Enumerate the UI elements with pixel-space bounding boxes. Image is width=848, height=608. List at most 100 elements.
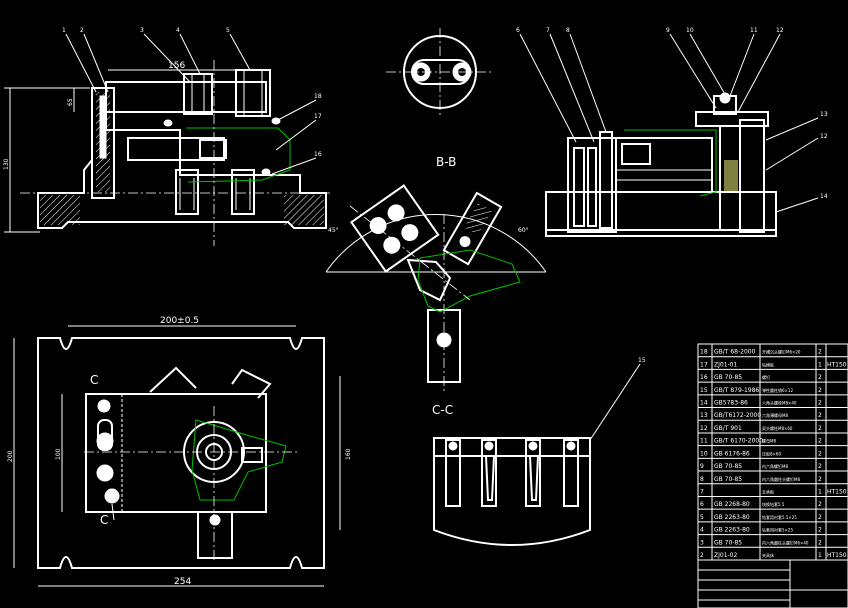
bom-cell-qty: 2	[818, 400, 822, 407]
bom-cell-name: 钻模板	[762, 361, 774, 367]
bom-cell-mat: HT150	[827, 488, 847, 495]
washer-view	[386, 28, 494, 116]
bom-cell-name: 内六角螺钉M8	[762, 463, 788, 469]
bom-cell-qty: 1	[818, 552, 822, 559]
bom-cell-qty: 2	[818, 374, 822, 381]
bom-cell-no: 4	[700, 527, 704, 534]
dim-254: 254	[174, 577, 191, 587]
bom-cell-code: GB/T 901	[714, 425, 742, 432]
balloon-7: 7	[546, 27, 550, 34]
bom-cell-code: GB 70-85	[714, 463, 742, 470]
bom-cell-qty: 2	[818, 501, 822, 508]
balloon-15: 15	[638, 357, 646, 364]
bom-cell-no: 12	[700, 425, 708, 432]
bom-cell-no: 3	[700, 539, 704, 546]
dim-160: 160	[345, 448, 352, 460]
section-bb-label: B-B	[436, 155, 456, 169]
bom-cell-mat: HT150	[827, 361, 847, 368]
bom-cell-name: 钻套用衬套5.5×25	[762, 514, 797, 520]
bom-cell-code: ZJ01-01	[714, 361, 737, 368]
bom-cell-name: 内六角圆柱头螺钉M8	[762, 476, 800, 482]
bom-cell-no: 6	[700, 501, 704, 508]
bom-cell-code: GB/T 879-1986	[714, 387, 759, 394]
mark-c-top: C	[90, 373, 98, 387]
bom-cell-name: 螺钉	[762, 374, 770, 380]
bom-cell-name: 螺母M8	[762, 438, 776, 444]
balloon-8: 8	[566, 27, 570, 34]
bom-cell-name: 压板8×60	[762, 450, 781, 456]
angle-60: 60°	[518, 227, 529, 234]
bom-cell-code: GB 2263-80	[714, 527, 750, 534]
dim-100: 100	[55, 448, 62, 460]
bom-cell-qty: 2	[818, 387, 822, 394]
bom-cell-name: 弹性圆柱销6×12	[762, 387, 793, 393]
mark-c-bottom: C	[100, 513, 108, 527]
dim-200-horizontal: 200±0.5	[160, 316, 199, 326]
bom-cell-code: GB 6176-86	[714, 450, 750, 457]
bom-cell-no: 14	[700, 400, 708, 407]
bom-cell-name: 六角头螺栓M8×40	[762, 400, 797, 406]
balloon-4: 4	[176, 27, 180, 34]
bom-cell-no: 10	[700, 450, 708, 457]
bom-cell-qty: 2	[818, 476, 822, 483]
balloon-14: 14	[820, 193, 828, 200]
bom-cell-qty: 2	[818, 463, 822, 470]
balloon-12-right: 12	[820, 133, 828, 140]
bom-cell-no: 9	[700, 463, 704, 470]
balloon-11: 11	[750, 27, 758, 34]
balloon-10: 10	[686, 27, 694, 34]
balloon-13: 13	[820, 111, 828, 118]
balloon-9: 9	[666, 27, 670, 34]
angle-45: 45°	[328, 227, 339, 234]
bom-cell-no: 13	[700, 412, 708, 419]
section-cc-label: C-C	[432, 403, 453, 417]
bom-cell-qty: 2	[818, 438, 822, 445]
balloon-12-top: 12	[776, 27, 784, 34]
bom-cell-code: GB5783-86	[714, 400, 748, 407]
bom-cell-qty: 1	[818, 488, 822, 495]
plan-view	[13, 325, 341, 587]
bom-cell-code: GB/T 68-2000	[714, 349, 756, 356]
bom-cell-qty: 2	[818, 539, 822, 546]
section-bb-view	[325, 184, 547, 392]
bom-cell-code: GB 70-85	[714, 374, 742, 381]
bom-cell-qty: 1	[818, 361, 822, 368]
bom-cell-name: 六角薄螺母M8	[762, 412, 788, 418]
bom-cell-name: 双头螺柱M8×60	[762, 425, 793, 431]
bom-cell-no: 11	[700, 438, 708, 445]
bom-cell-name: 夹具体	[762, 552, 774, 558]
balloon-16-front: 16	[314, 151, 322, 158]
bom-cell-name: 内六角圆柱头螺钉M6×40	[762, 539, 809, 545]
balloon-18-front: 18	[314, 93, 322, 100]
balloon-2: 2	[80, 27, 84, 34]
bom-cell-no: 15	[700, 387, 708, 394]
bom-cell-no: 5	[700, 514, 704, 521]
balloon-5: 5	[226, 27, 230, 34]
bom-cell-code: GB 70-85	[714, 539, 742, 546]
bom-cell-qty: 2	[818, 425, 822, 432]
bom-cell-no: 8	[700, 476, 704, 483]
section-cc-view	[433, 363, 641, 546]
bom-cell-name: 开槽沉头螺钉M6×20	[762, 349, 801, 355]
balloon-1: 1	[62, 27, 66, 34]
bom-cell-qty: 2	[818, 349, 822, 356]
side-view	[519, 33, 819, 237]
balloon-3: 3	[140, 27, 144, 34]
bom-cell-code: ZJ01-02	[714, 552, 737, 559]
bom-cell-code: GB/T 6170-2000	[714, 438, 763, 445]
bom-cell-qty: 2	[818, 514, 822, 521]
bom-cell-code: GB 70-85	[714, 476, 742, 483]
bom-cell-no: 17	[700, 361, 708, 368]
bom-cell-qty: 2	[818, 527, 822, 534]
bom-cell-name: 快换钻套5.5	[762, 501, 785, 507]
dim-200-vertical: 200	[7, 450, 14, 462]
bom-cell-name: 钻套用衬套5×25	[762, 527, 793, 533]
dim-65: 65	[67, 98, 74, 106]
bom-cell-qty: 2	[818, 412, 822, 419]
bom-cell-no: 2	[700, 552, 704, 559]
balloon-17-front: 17	[314, 113, 322, 120]
bom-cell-no: 18	[700, 349, 708, 356]
bom-cell-no: 16	[700, 374, 708, 381]
